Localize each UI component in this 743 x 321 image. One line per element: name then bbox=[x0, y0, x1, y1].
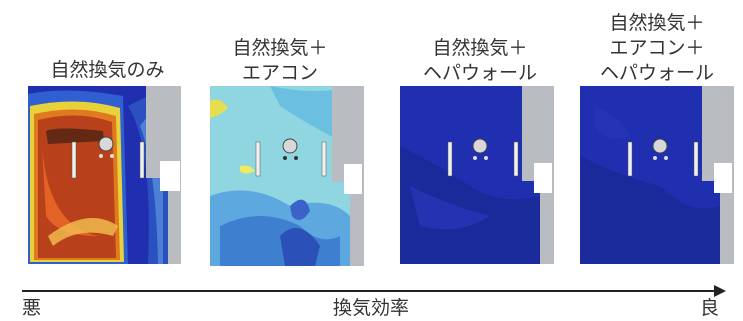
simulation-panel-natural-hepawall bbox=[400, 86, 560, 266]
simulation-panel-natural-aircon-hepawall bbox=[580, 86, 740, 266]
simulation-panel-natural-only bbox=[28, 86, 185, 266]
caption-line: エアコン＋ bbox=[609, 37, 705, 59]
axis-label-ventilation-efficiency: 換気効率 bbox=[333, 297, 410, 319]
airflow-contour-map bbox=[28, 86, 181, 264]
caption-line: 自然換気＋ bbox=[432, 37, 528, 59]
axis-label-bad: 悪 bbox=[22, 297, 42, 319]
caption-natural-only: 自然換気のみ bbox=[30, 58, 185, 83]
caption-line: 自然換気のみ bbox=[50, 59, 165, 81]
caption-line: エアコン bbox=[241, 62, 318, 84]
caption-natural-aircon-hepawall: 自然換気＋ エアコン＋ ヘパウォール bbox=[572, 11, 742, 86]
caption-line: ヘパウォール bbox=[599, 62, 714, 84]
caption-line: 自然換気＋ bbox=[232, 37, 328, 59]
airflow-contour-map bbox=[400, 86, 554, 264]
caption-line: 自然換気＋ bbox=[609, 12, 705, 34]
airflow-contour-map bbox=[580, 86, 734, 264]
caption-natural-hepawall: 自然換気＋ ヘパウォール bbox=[395, 36, 565, 86]
caption-line: ヘパウォール bbox=[422, 62, 537, 84]
caption-natural-aircon: 自然換気＋ エアコン bbox=[205, 36, 355, 86]
simulation-panel-natural-aircon bbox=[210, 86, 370, 268]
efficiency-arrow-line bbox=[22, 290, 716, 292]
axis-label-good: 良 bbox=[700, 297, 720, 319]
airflow-contour-map bbox=[210, 86, 364, 266]
efficiency-arrow-head bbox=[714, 285, 726, 297]
